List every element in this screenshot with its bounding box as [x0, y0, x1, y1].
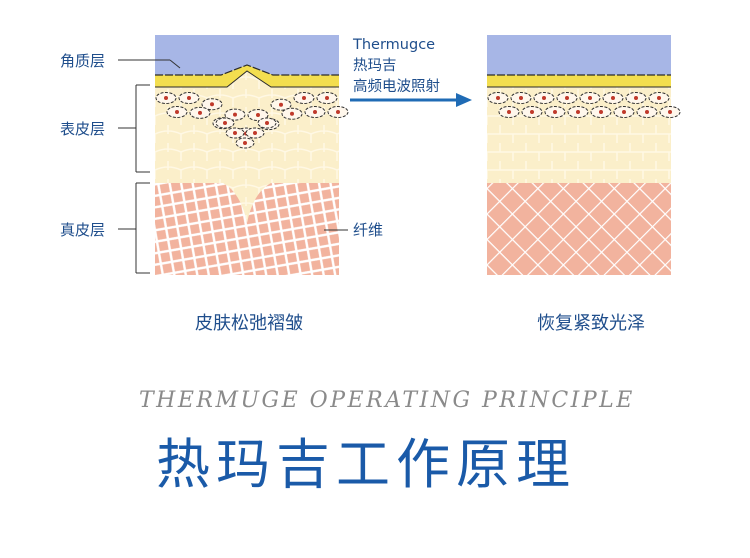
cell-nucleus: [565, 96, 569, 100]
dermis-layer: [487, 181, 671, 275]
cell-nucleus: [634, 96, 638, 100]
arrow-text-line2: 热玛吉: [353, 58, 397, 74]
cell-nucleus: [588, 96, 592, 100]
cell-nucleus: [243, 141, 247, 145]
fiber-pointer: [324, 229, 348, 231]
cell-nucleus: [210, 102, 214, 107]
cell-nucleus: [668, 110, 672, 114]
cell-nucleus: [253, 131, 257, 135]
chinese-title: 热玛吉工作原理: [156, 433, 576, 496]
cell-nucleus: [313, 110, 317, 114]
cell-nucleus: [530, 110, 534, 114]
corneum-layer: [487, 75, 671, 87]
cell-nucleus: [611, 96, 615, 100]
label-fiber: 纤维: [353, 221, 384, 239]
cell-row: [155, 92, 349, 149]
cell-nucleus: [164, 96, 168, 100]
cell-nucleus: [233, 131, 237, 135]
cell-nucleus: [187, 96, 191, 100]
cell-nucleus: [256, 113, 260, 118]
corneum-layer: [155, 65, 247, 87]
cell-nucleus: [336, 110, 340, 114]
label-epidermis: 表皮层: [60, 120, 106, 138]
cell-nucleus: [576, 110, 580, 114]
cell-nucleus: [279, 102, 283, 107]
cell-nucleus: [657, 96, 661, 100]
cell-nucleus: [553, 110, 557, 114]
cell-nucleus: [622, 110, 626, 114]
caption-before: 皮肤松弛褶皱: [195, 313, 303, 334]
cell-nucleus: [223, 121, 227, 125]
label-stratum-corneum: 角质层: [60, 52, 106, 70]
cell-nucleus: [175, 110, 179, 114]
cell-nucleus: [599, 110, 603, 114]
cell-nucleus: [507, 110, 511, 114]
dermis-layer: [155, 181, 339, 275]
cell-row: [487, 92, 681, 118]
cell-nucleus: [519, 96, 523, 100]
cell-nucleus: [198, 110, 202, 115]
cell-nucleus: [645, 110, 649, 114]
cell-nucleus: [496, 96, 500, 100]
cell-nucleus: [233, 112, 237, 117]
cell-nucleus: [302, 96, 306, 100]
cell-nucleus: [265, 121, 269, 125]
label-dermis: 真皮层: [60, 221, 106, 239]
arrow-text-line3: 高频电波照射: [353, 79, 440, 95]
english-title: THERMUGE OPERATING PRINCIPLE: [139, 388, 635, 413]
wrinkled-skin-diagram: [155, 35, 349, 275]
cell-nucleus: [542, 96, 546, 100]
cell-nucleus: [290, 111, 294, 116]
arrow-text-line1: Thermugce: [353, 37, 436, 53]
right-arrow-icon: [350, 93, 472, 107]
label-pointers: [118, 59, 348, 274]
cell-nucleus: [325, 96, 329, 100]
restored-skin-diagram: [487, 35, 681, 275]
caption-after: 恢复紧致光泽: [537, 313, 645, 334]
